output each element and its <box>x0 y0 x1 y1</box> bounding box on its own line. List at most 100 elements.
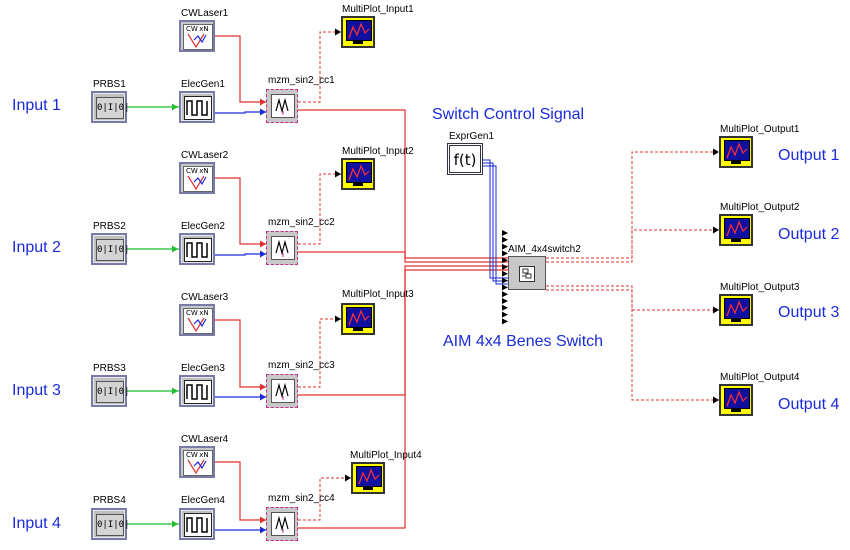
input-label-4: Input 4 <box>12 515 61 532</box>
switch-port-marker <box>502 250 508 257</box>
laser-block-1[interactable]: CW xN <box>179 20 215 52</box>
mzm-label-1: mzm_sin2_cc1 <box>268 75 335 86</box>
switch-port-marker <box>502 298 508 304</box>
monitor-arrow-3 <box>335 315 341 323</box>
plot-label-out-3: MultiPlot_Output3 <box>720 282 800 293</box>
function-icon: f(t) <box>453 151 477 169</box>
prbs-block-2[interactable]: 0|I|0| <box>91 233 130 265</box>
output-label-1: Output 1 <box>778 147 840 164</box>
monitor-icon <box>356 466 382 487</box>
mzm-label-2: mzm_sin2_cc2 <box>268 217 335 228</box>
plot-label-in-2: MultiPlot_Input2 <box>342 146 414 157</box>
binary-icon: 0|I|0| <box>96 97 130 119</box>
monitor-icon <box>346 307 372 328</box>
prbs-block-4[interactable]: 0|I|0| <box>91 508 130 540</box>
plot-label-out-2: MultiPlot_Output2 <box>720 202 800 213</box>
laser-label-4: CWLaser4 <box>181 434 229 445</box>
input-label-2: Input 2 <box>12 239 61 256</box>
electrical-wire-1 <box>215 111 266 114</box>
laser-arrow-3 <box>260 383 266 391</box>
elecgen-block-1[interactable] <box>179 91 215 123</box>
laser-block-3[interactable]: CW xN <box>179 304 215 336</box>
pulse-icon <box>184 96 212 120</box>
plot-block-out-3[interactable] <box>719 294 753 326</box>
switch-input-wire-1 <box>298 109 508 259</box>
laser-wire-2 <box>215 177 266 245</box>
electrical-arrow-3 <box>260 393 266 401</box>
modulator-icon <box>271 236 295 260</box>
mzm-block-3[interactable] <box>266 374 298 408</box>
monitor-icon <box>724 140 750 161</box>
switch-port-marker <box>502 230 508 236</box>
monitor-arrow-4 <box>345 474 351 482</box>
output-arrow-3 <box>713 306 719 314</box>
elecgen-block-3[interactable] <box>179 375 215 407</box>
input-label-3: Input 3 <box>12 382 61 399</box>
output-wire-3 <box>546 285 719 311</box>
monitor-arrow-1 <box>335 28 341 36</box>
laser-icon: CW xN <box>183 450 213 476</box>
binary-icon: 0|I|0| <box>96 514 130 536</box>
laser-icon: CW xN <box>183 166 213 192</box>
plot-label-out-1: MultiPlot_Output1 <box>720 124 800 135</box>
monitor-icon <box>346 20 372 41</box>
switch-port-marker <box>502 291 508 298</box>
laser-block-2[interactable]: CW xN <box>179 162 215 194</box>
elecgen-label-3: ElecGen3 <box>181 363 225 374</box>
monitor-wire-4 <box>298 477 351 521</box>
elecgen-label-1: ElecGen1 <box>181 79 225 90</box>
expr-gen-block[interactable]: f(t) <box>447 143 483 175</box>
elecgen-label-4: ElecGen4 <box>181 495 225 506</box>
plot-label-out-4: MultiPlot_Output4 <box>720 372 800 383</box>
elecgen-block-2[interactable] <box>179 233 215 265</box>
plot-block-out-4[interactable] <box>719 384 753 416</box>
plot-block-in-1[interactable] <box>341 16 375 48</box>
output-arrow-2 <box>713 226 719 234</box>
switch-port-marker <box>502 304 508 311</box>
binary-icon: 0|I|0| <box>96 239 130 261</box>
electrical-arrow-1 <box>260 108 266 116</box>
pulse-icon <box>184 513 212 537</box>
plot-block-in-3[interactable] <box>341 303 375 335</box>
plot-block-out-2[interactable] <box>719 214 753 246</box>
mzm-block-2[interactable] <box>266 231 298 265</box>
switch-port-marker <box>502 311 508 318</box>
prbs-block-3[interactable]: 0|I|0| <box>91 375 130 407</box>
laser-arrow-1 <box>260 98 266 106</box>
monitor-wire-1 <box>298 31 341 103</box>
prbs-label-3: PRBS3 <box>93 363 126 374</box>
switch-port-marker <box>502 243 508 250</box>
prbs-label-1: PRBS1 <box>93 79 126 90</box>
control-wire-2 <box>483 162 508 282</box>
mzm-block-4[interactable] <box>266 507 298 541</box>
input-label-1: Input 1 <box>12 97 61 114</box>
laser-arrow-4 <box>260 516 266 524</box>
plot-label-in-1: MultiPlot_Input1 <box>342 4 414 15</box>
laser-block-4[interactable]: CW xN <box>179 446 215 478</box>
laser-wire-3 <box>215 319 266 388</box>
mzm-block-1[interactable] <box>266 89 298 123</box>
switch-input-wire-2 <box>298 251 508 263</box>
plot-label-in-3: MultiPlot_Input3 <box>342 289 414 300</box>
monitor-wire-3 <box>298 318 341 388</box>
prbs-block-1[interactable]: 0|I|0| <box>91 91 130 123</box>
plot-block-out-1[interactable] <box>719 136 753 168</box>
laser-icon: CW xN <box>183 308 213 334</box>
binary-icon: 0|I|0| <box>96 381 130 403</box>
plot-block-in-2[interactable] <box>341 158 375 190</box>
modulator-icon <box>271 512 295 536</box>
switch-port-marker <box>502 270 508 277</box>
binary-arrow-2 <box>172 245 178 253</box>
monitor-icon <box>724 218 750 239</box>
switch-port-marker <box>502 236 508 243</box>
switch-icon <box>519 266 535 282</box>
elecgen-block-4[interactable] <box>179 508 215 540</box>
mzm-label-4: mzm_sin2_cc4 <box>268 493 335 504</box>
plot-label-in-4: MultiPlot_Input4 <box>350 450 422 461</box>
binary-arrow-1 <box>172 103 178 111</box>
plot-block-in-4[interactable] <box>351 462 385 494</box>
switch-port-marker <box>502 284 508 291</box>
monitor-arrow-2 <box>335 170 341 178</box>
benes-switch-block[interactable] <box>508 256 546 290</box>
